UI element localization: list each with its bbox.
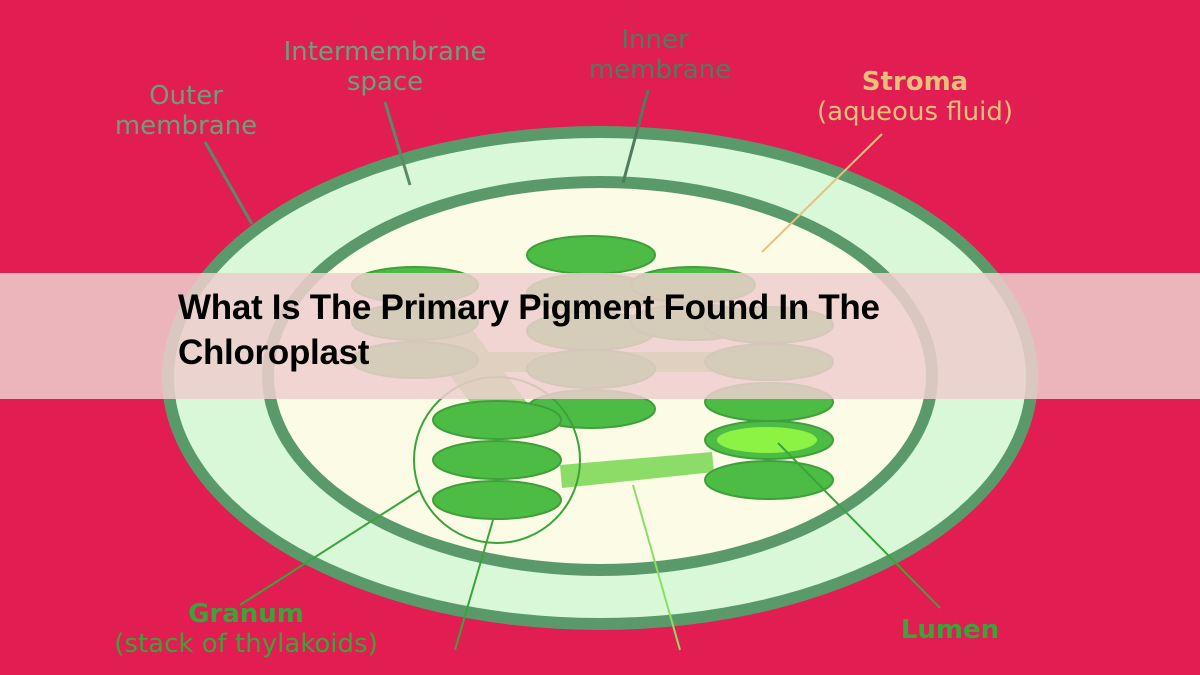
label-stroma-note: (aqueous fluid): [817, 97, 1013, 127]
title-banner: [0, 273, 1200, 399]
label-granum-note: (stack of thylakoids): [114, 629, 377, 659]
thylakoid: [704, 460, 834, 500]
leader-line-outer-membrane: [203, 141, 254, 225]
leader-line-intermembrane-space: [383, 101, 412, 186]
page-title: What Is The Primary Pigment Found In The…: [178, 288, 880, 372]
thylakoid: [432, 400, 562, 440]
leader-line-thylakoid: [454, 519, 494, 651]
leader-line-granum: [239, 489, 421, 606]
label-intermembrane-space-line2: space: [347, 67, 423, 97]
label-outer-membrane-line1: Outer: [149, 81, 223, 111]
lumen-highlight: [717, 427, 817, 453]
stroma-lamella: [560, 452, 714, 488]
leader-line-inner-membrane: [621, 89, 650, 184]
label-intermembrane-space-line1: Intermembrane: [284, 37, 487, 67]
label-stroma: Stroma: [862, 67, 968, 97]
label-lumen: Lumen: [901, 615, 999, 645]
label-inner-membrane-line1: Inner: [621, 25, 689, 55]
thylakoid: [526, 235, 656, 275]
granum-highlighted: [432, 400, 562, 520]
label-outer-membrane-line2: membrane: [115, 111, 257, 141]
thylakoid: [432, 440, 562, 480]
label-granum: Granum: [188, 599, 304, 629]
thylakoid: [432, 480, 562, 520]
leader-line-lamella: [632, 484, 681, 651]
leader-line-stroma: [761, 133, 883, 253]
label-inner-membrane-line2: membrane: [589, 55, 731, 85]
leader-line-lumen: [777, 442, 941, 609]
